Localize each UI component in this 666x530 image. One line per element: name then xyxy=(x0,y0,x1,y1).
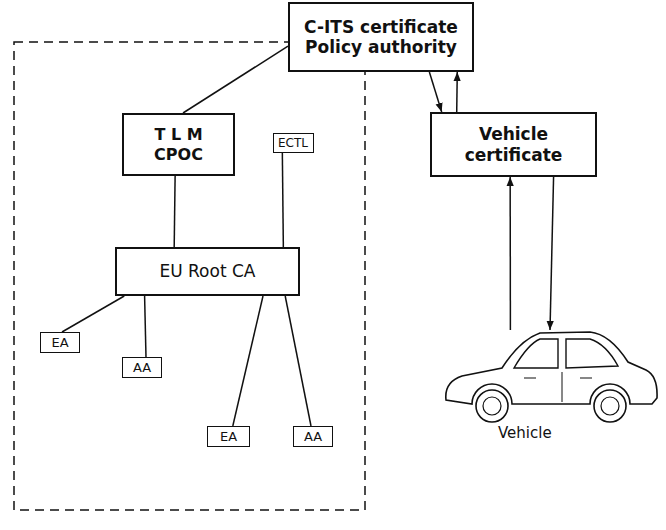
vehicle-label: Vehicle xyxy=(498,424,552,442)
link-line xyxy=(173,176,175,247)
certificate-box: Vehicle certificate xyxy=(430,112,597,177)
box-label: T L M CPOC xyxy=(144,125,214,163)
box-label: Vehicle certificate xyxy=(442,124,585,165)
ea-box: EA xyxy=(40,332,80,353)
link-line xyxy=(183,46,288,113)
flow-arrow xyxy=(509,177,511,330)
link-line xyxy=(62,296,124,332)
box-label: EU Root CA xyxy=(159,261,255,281)
box-label: EA xyxy=(220,429,237,445)
link-line xyxy=(285,296,311,426)
tlm-box: T L M CPOC xyxy=(122,113,235,176)
flow-arrow xyxy=(429,72,441,112)
box-label: ECTL xyxy=(278,136,308,150)
aa-box: AA xyxy=(122,357,162,378)
flow-arrow xyxy=(456,72,458,112)
trust-domain-boundary xyxy=(14,42,365,510)
box-label: C-ITS certificate Policy authority xyxy=(300,17,462,58)
root-ca-box: EU Root CA xyxy=(115,247,300,296)
vehicle-figure: Vehicle xyxy=(440,330,660,445)
box-label: AA xyxy=(304,429,322,445)
box-label: EA xyxy=(51,335,68,351)
ea-box: EA xyxy=(207,426,250,447)
link-line xyxy=(145,296,146,357)
box-label: AA xyxy=(133,360,151,376)
authority-box: C-ITS certificate Policy authority xyxy=(288,2,474,72)
link-line xyxy=(233,296,263,426)
ectl-box: ECTL xyxy=(273,133,314,153)
flow-arrow xyxy=(550,177,554,330)
link-line xyxy=(282,153,283,247)
aa-box: AA xyxy=(293,426,333,447)
